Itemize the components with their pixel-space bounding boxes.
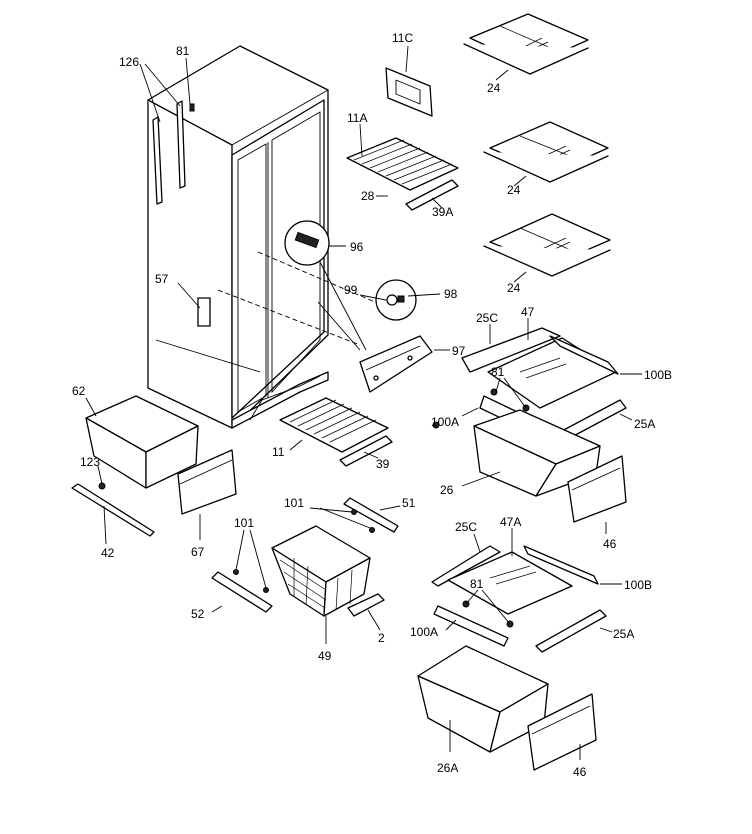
label-39A: 39A — [432, 205, 453, 219]
label-100A-top: 100A — [431, 415, 459, 429]
label-24-c: 24 — [507, 281, 521, 295]
label-11A: 11A — [347, 111, 367, 125]
part-62-pan: 62 — [72, 384, 199, 489]
part-81-top: 81 — [176, 44, 195, 112]
label-81-mid: 81 — [491, 365, 505, 379]
label-123: 123 — [80, 455, 100, 469]
label-25C-bot: 25C — [455, 520, 477, 534]
label-98: 98 — [444, 287, 458, 301]
label-100B-top: 100B — [644, 368, 672, 382]
part-26A-crisper: 26A — [417, 645, 549, 775]
label-100B-bot: 100B — [624, 578, 652, 592]
part-47-cover-assembly: 25C 47 100B 81 100A 25A — [431, 305, 672, 441]
part-11A-shelf: 11A 28 39A — [346, 111, 459, 219]
label-97: 97 — [452, 344, 466, 358]
label-62: 62 — [72, 384, 86, 398]
label-100A-bot: 100A — [410, 625, 438, 639]
label-47A: 47A — [500, 515, 521, 529]
label-26: 26 — [440, 483, 454, 497]
part-46-front-top: 46 — [567, 455, 627, 551]
part-96-detail: 96 — [284, 220, 367, 351]
cabinet — [147, 45, 383, 429]
label-51: 51 — [402, 496, 416, 510]
part-24-shelf-a: 24 — [463, 13, 589, 95]
part-57-handle: 57 — [155, 272, 211, 327]
label-39: 39 — [376, 457, 390, 471]
part-67-front: 67 — [177, 449, 237, 559]
label-101-a: 101 — [284, 496, 304, 510]
part-24-shelf-b: 24 — [483, 121, 609, 197]
label-11C: 11C — [392, 31, 413, 45]
label-2: 2 — [378, 631, 385, 645]
label-49: 49 — [318, 649, 332, 663]
part-52-bracket: 101 52 — [191, 516, 273, 621]
label-25A-bot: 25A — [613, 627, 634, 641]
label-46-bot: 46 — [573, 765, 587, 779]
part-42-rail: 123 42 — [71, 455, 155, 560]
part-46-front-bot: 46 — [527, 693, 597, 779]
label-11: 11 — [272, 445, 285, 459]
part-98-detail: 99 98 — [344, 279, 458, 321]
part-126-strips: 126 — [119, 55, 186, 205]
label-47: 47 — [521, 305, 535, 319]
part-51-rail: 101 51 — [284, 496, 416, 533]
label-42: 42 — [101, 546, 115, 560]
label-81-top: 81 — [176, 44, 190, 58]
label-96: 96 — [350, 240, 364, 254]
label-126: 126 — [119, 55, 139, 69]
label-57: 57 — [155, 272, 169, 286]
label-25A-top: 25A — [634, 417, 655, 431]
part-26-crisper: 26 — [440, 409, 601, 497]
label-26A: 26A — [437, 761, 458, 775]
part-11C-bracket: 11C — [385, 31, 433, 117]
label-24-b: 24 — [507, 183, 521, 197]
label-99-top: 99 — [344, 283, 358, 297]
label-67: 67 — [191, 545, 205, 559]
label-81-bot: 81 — [470, 577, 484, 591]
part-11-shelf: 11 39 — [272, 397, 393, 471]
label-28: 28 — [361, 189, 375, 203]
part-24-shelf-c: 24 — [483, 213, 611, 295]
label-24-a: 24 — [487, 81, 501, 95]
label-52: 52 — [191, 607, 205, 621]
part-2-cap: 2 — [347, 593, 385, 645]
part-49-basket: 49 — [271, 525, 371, 663]
part-97-bracket: 97 — [359, 335, 466, 393]
label-25C-top: 25C — [476, 311, 498, 325]
label-101-b: 101 — [234, 516, 254, 530]
part-47A-cover-assembly: 25C 47A 100B 81 100A 25A — [410, 515, 652, 653]
label-46-top: 46 — [603, 537, 617, 551]
